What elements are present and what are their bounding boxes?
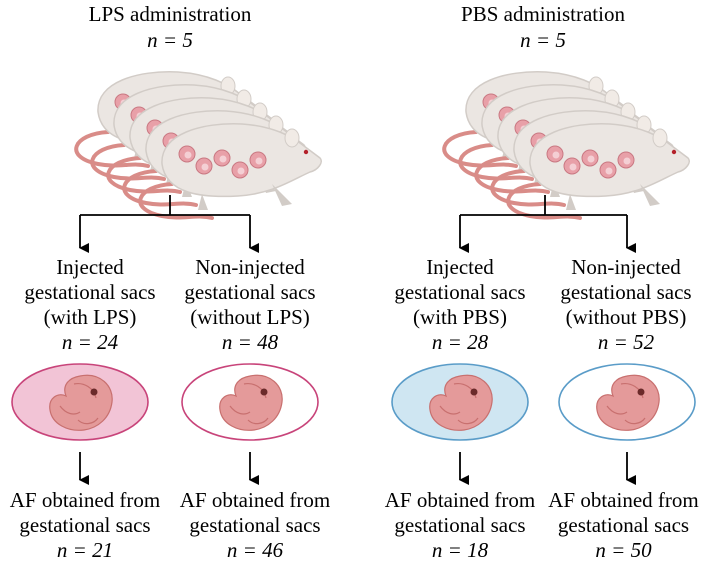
pbs-noninjected-embryo-body xyxy=(596,374,660,431)
pbs-group-n: n = 5 xyxy=(520,28,566,52)
pbs-injected-embryo-tail-line xyxy=(457,417,479,425)
pbs-injected-embryo-head-line xyxy=(453,383,477,399)
lps-noninjected-gestational-sac xyxy=(181,363,319,441)
lps-injected-embryo-tail-line xyxy=(77,417,99,425)
pbs-noninjected-label-1: Non-injected xyxy=(571,255,681,279)
pbs-mouse-leg-back xyxy=(566,194,576,210)
pbs-mouse-embryo-4 xyxy=(623,157,631,165)
lps-mouse-eye xyxy=(303,149,309,155)
pbs-mouse-tail xyxy=(458,143,534,181)
lps-mouse-4 xyxy=(138,123,322,220)
lps-noninjected-af-n: n = 46 xyxy=(226,538,284,562)
lps-mouse-stack xyxy=(74,71,322,220)
pbs-mouse-tail xyxy=(490,169,566,207)
lps-noninjected-embryo-limb-line xyxy=(229,405,251,415)
pbs-noninjected-af-2: gestational sacs xyxy=(557,513,690,537)
lps-group-n: n = 5 xyxy=(147,28,193,52)
lps-noninjected-label-1: Non-injected xyxy=(195,255,305,279)
pbs-injected-label-3: (with PBS) xyxy=(413,305,507,329)
pbs-noninjected-af-1: AF obtained from xyxy=(548,488,699,512)
pbs-noninjected-embryo-limb-line xyxy=(606,405,628,415)
lps-mouse-tail xyxy=(90,143,166,181)
lps-injected-n: n = 24 xyxy=(61,330,119,354)
pbs-injected-n: n = 28 xyxy=(431,330,489,354)
lps-injected-af-1: AF obtained from xyxy=(9,488,161,512)
lps-mouse-embryo-1 xyxy=(201,163,209,171)
pbs-noninjected-embryo-head-line xyxy=(620,383,644,399)
lps-group-title: LPS administration xyxy=(88,2,252,26)
pbs-mouse-embryo-3 xyxy=(605,167,613,175)
lps-noninjected-embryo-body xyxy=(219,374,283,431)
pbs-group-title: PBS administration xyxy=(461,2,625,26)
lps-mouse-tail xyxy=(138,182,214,220)
lps-mouse-embryo-4 xyxy=(255,157,263,165)
pbs-injected-label-1: Injected xyxy=(426,255,494,279)
pbs-mouse-tail xyxy=(506,182,582,220)
pbs-noninjected-n: n = 52 xyxy=(597,330,655,354)
lps-noninjected-embryo xyxy=(219,374,283,431)
pbs-injected-gestational-sac xyxy=(391,363,529,441)
pbs-noninjected-label-2: gestational sacs xyxy=(560,280,692,304)
lps-injected-label-1: Injected xyxy=(56,255,124,279)
lps-injected-embryo-eye xyxy=(90,388,98,396)
pbs-mouse-tail xyxy=(474,156,550,194)
lps-noninjected-embryo-tail-line xyxy=(247,417,269,425)
pbs-noninjected-af-n: n = 50 xyxy=(595,538,652,562)
lps-injected-label-2: gestational sacs xyxy=(24,280,156,304)
pbs-injected-embryo xyxy=(429,374,493,431)
lps-injected-embryo-head-line xyxy=(73,383,97,399)
lps-noninjected-af-1: AF obtained from xyxy=(179,488,331,512)
pbs-mouse-embryo-1 xyxy=(569,163,577,171)
lps-mouse-tail xyxy=(74,130,150,168)
lps-injected-embryo xyxy=(49,374,113,431)
pbs-mouse-embryo-0 xyxy=(552,151,560,159)
lps-mouse-tail xyxy=(122,169,198,207)
lps-injected-af-2: gestational sacs xyxy=(19,513,151,537)
pbs-noninjected-label-3: (without PBS) xyxy=(565,305,687,329)
pbs-noninjected-embryo-eye xyxy=(637,388,645,396)
lps-mouse-ear xyxy=(284,128,300,148)
lps-noninjected-embryo-eye xyxy=(260,388,268,396)
pbs-injected-label-2: gestational sacs xyxy=(394,280,526,304)
pbs-mouse-body xyxy=(529,123,690,198)
lps-mouse-embryo-3 xyxy=(237,167,245,175)
lps-injected-gestational-sac xyxy=(11,363,149,441)
pbs-injected-af-1: AF obtained from xyxy=(384,488,536,512)
lps-noninjected-embryo-head-line xyxy=(243,383,267,399)
lps-injected-embryo-limb-line xyxy=(59,405,81,415)
lps-noninjected-label-3: (without LPS) xyxy=(190,305,310,329)
lps-noninjected-n: n = 48 xyxy=(221,330,279,354)
pbs-noninjected-embryo-tail-line xyxy=(624,417,646,425)
lps-noninjected-af-2: gestational sacs xyxy=(189,513,321,537)
pbs-noninjected-gestational-sac xyxy=(558,363,696,441)
pbs-mouse-stack xyxy=(442,71,690,220)
pbs-mouse-leg-front xyxy=(640,184,660,206)
lps-mouse-leg-front xyxy=(272,184,292,206)
pbs-mouse-embryo-2 xyxy=(587,155,595,163)
pbs-mouse-tail xyxy=(442,130,518,168)
pbs-injected-af-2: gestational sacs xyxy=(394,513,526,537)
pbs-noninjected-embryo xyxy=(596,374,660,431)
lps-injected-embryo-body xyxy=(49,374,113,431)
lps-mouse-tail xyxy=(106,156,182,194)
pbs-injected-embryo-body xyxy=(429,374,493,431)
pbs-mouse-ear xyxy=(652,128,668,148)
lps-injected-af-n: n = 21 xyxy=(56,538,114,562)
lps-mouse-embryo-2 xyxy=(219,155,227,163)
pbs-injected-embryo-limb-line xyxy=(439,405,461,415)
pbs-mouse-eye xyxy=(671,149,677,155)
lps-injected-label-3: (with LPS) xyxy=(43,305,137,329)
lps-noninjected-label-2: gestational sacs xyxy=(184,280,316,304)
pbs-mouse-4 xyxy=(506,123,690,220)
pbs-injected-af-n: n = 18 xyxy=(431,538,489,562)
lps-mouse-body xyxy=(161,123,322,198)
pbs-injected-embryo-eye xyxy=(470,388,478,396)
lps-mouse-leg-back xyxy=(198,194,208,210)
lps-mouse-embryo-0 xyxy=(184,151,192,159)
